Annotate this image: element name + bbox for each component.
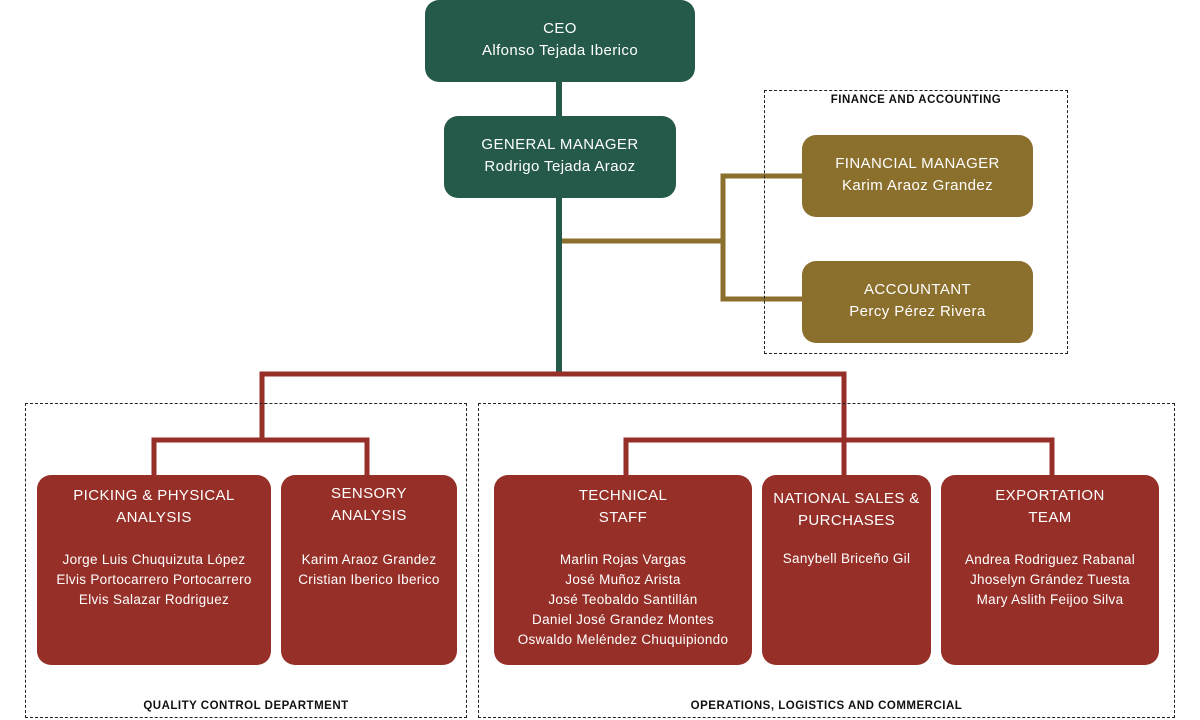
ceo-title: CEO [543, 20, 577, 37]
quality-dept-frame [25, 403, 467, 718]
picking-analysis-box: PICKING & PHYSICAL ANALYSIS Jorge Luis C… [37, 475, 271, 665]
technical-title-line2: STAFF [598, 509, 648, 526]
financial-manager-name: Karim Araoz Grandez [842, 177, 993, 194]
picking-member: Jorge Luis Chuquizuta López [62, 552, 246, 567]
connector-finance-manager [720, 173, 802, 302]
technical-member: Marlin Rojas Vargas [559, 552, 687, 567]
sensory-title-line2: ANALYSIS [331, 507, 407, 524]
export-member: Andrea Rodriguez Rabanal [964, 552, 1136, 567]
picking-member: Elvis Salazar Rodriguez [78, 592, 230, 607]
technical-member: José Muñoz Arista [565, 572, 681, 587]
picking-member: Elvis Portocarrero Portocarrero [56, 572, 252, 587]
sales-title-line2: PURCHASES [798, 512, 895, 529]
connector-branch-main [259, 371, 847, 475]
export-member: Jhoselyn Grández Tuesta [970, 572, 1130, 587]
accountant-box: ACCOUNTANT Percy Pérez Rivera [802, 261, 1033, 343]
gm-name: Rodrigo Tejada Araoz [484, 158, 636, 175]
export-member: Mary Aslith Feijoo Silva [976, 592, 1124, 607]
picking-title-line1: PICKING & PHYSICAL [73, 487, 235, 504]
connector-operations [623, 437, 1055, 475]
sensory-title-line1: SENSORY [331, 485, 407, 502]
sensory-analysis-box: SENSORY ANALYSIS Karim Araoz Grandez Cri… [281, 475, 457, 665]
technical-member: Oswaldo Meléndez Chuquipiondo [517, 632, 729, 647]
sales-title-line1: NATIONAL SALES & [773, 490, 920, 507]
technical-member: José Teobaldo Santillán [548, 592, 698, 607]
export-title-line1: EXPORTATION [995, 487, 1105, 504]
sensory-member: Cristian Iberico Iberico [298, 572, 440, 587]
technical-staff-box: TECHNICAL STAFF Marlin Rojas Vargas José… [494, 475, 752, 665]
technical-title-line1: TECHNICAL [578, 487, 668, 504]
operations-dept-frame [478, 403, 1175, 718]
gm-title: GENERAL MANAGER [481, 136, 639, 153]
finance-dept-frame [764, 90, 1068, 354]
sales-member: Sanybell Briceño Gil [782, 551, 911, 566]
export-title-line2: TEAM [1028, 509, 1072, 526]
financial-manager-title: FINANCIAL MANAGER [835, 155, 1000, 172]
finance-dept-label: FINANCE AND ACCOUNTING [830, 94, 1002, 106]
picking-title-line2: ANALYSIS [116, 509, 192, 526]
financial-manager-box: FINANCIAL MANAGER Karim Araoz Grandez [802, 135, 1033, 217]
technical-member: Daniel José Grandez Montes [532, 612, 714, 627]
exportation-team-box: EXPORTATION TEAM Andrea Rodriguez Rabana… [941, 475, 1159, 665]
accountant-name: Percy Pérez Rivera [849, 303, 986, 320]
operations-dept-label: OPERATIONS, LOGISTICS AND COMMERCIAL [690, 700, 963, 712]
ceo-box: CEO Alfonso Tejada Iberico [425, 0, 695, 82]
accountant-title: ACCOUNTANT [863, 281, 972, 298]
gm-box: GENERAL MANAGER Rodrigo Tejada Araoz [444, 116, 676, 198]
quality-dept-label: QUALITY CONTROL DEPARTMENT [143, 700, 349, 712]
sensory-member: Karim Araoz Grandez [301, 552, 437, 567]
ceo-name: Alfonso Tejada Iberico [481, 42, 639, 59]
national-sales-box: NATIONAL SALES & PURCHASES Sanybell Bric… [762, 475, 931, 665]
